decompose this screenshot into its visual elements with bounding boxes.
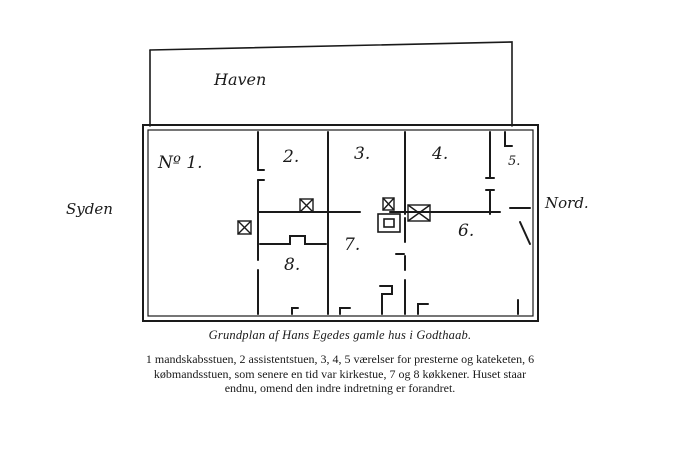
garden-label: Haven — [213, 70, 266, 89]
stove-room-2 — [299, 198, 314, 213]
stove-room-3 — [382, 197, 395, 211]
interior-walls — [257, 131, 531, 315]
room-label-3: 3. — [354, 144, 370, 164]
stove-room-6 — [407, 204, 431, 222]
house-inner-wall — [147, 129, 534, 317]
figure-legend-text: 1 mandskabsstuen, 2 assistentstuen, 3, 4… — [145, 352, 535, 396]
room-label-2: 2. — [282, 147, 299, 167]
west-direction-label: Syden — [66, 200, 113, 218]
floor-plan-drawing: Haven Syden Nord. Nº 1. 2. 3. 4. 5. 6. 7… — [66, 41, 589, 322]
room-label-4: 4. — [431, 144, 448, 164]
east-direction-label: Nord. — [544, 194, 589, 212]
room-label-5: 5. — [508, 154, 520, 169]
garden-outline — [149, 41, 513, 127]
chimney-block — [377, 213, 401, 233]
room-label-7: 7. — [344, 235, 360, 255]
room-label-1: Nº 1. — [157, 153, 203, 173]
stove-room-1 — [237, 220, 252, 235]
house-outer-wall — [142, 124, 539, 322]
room-label-6: 6. — [458, 221, 474, 241]
room-label-8: 8. — [284, 255, 300, 275]
figure-caption-title: Grundplan af Hans Egedes gamle hus i God… — [208, 328, 472, 342]
